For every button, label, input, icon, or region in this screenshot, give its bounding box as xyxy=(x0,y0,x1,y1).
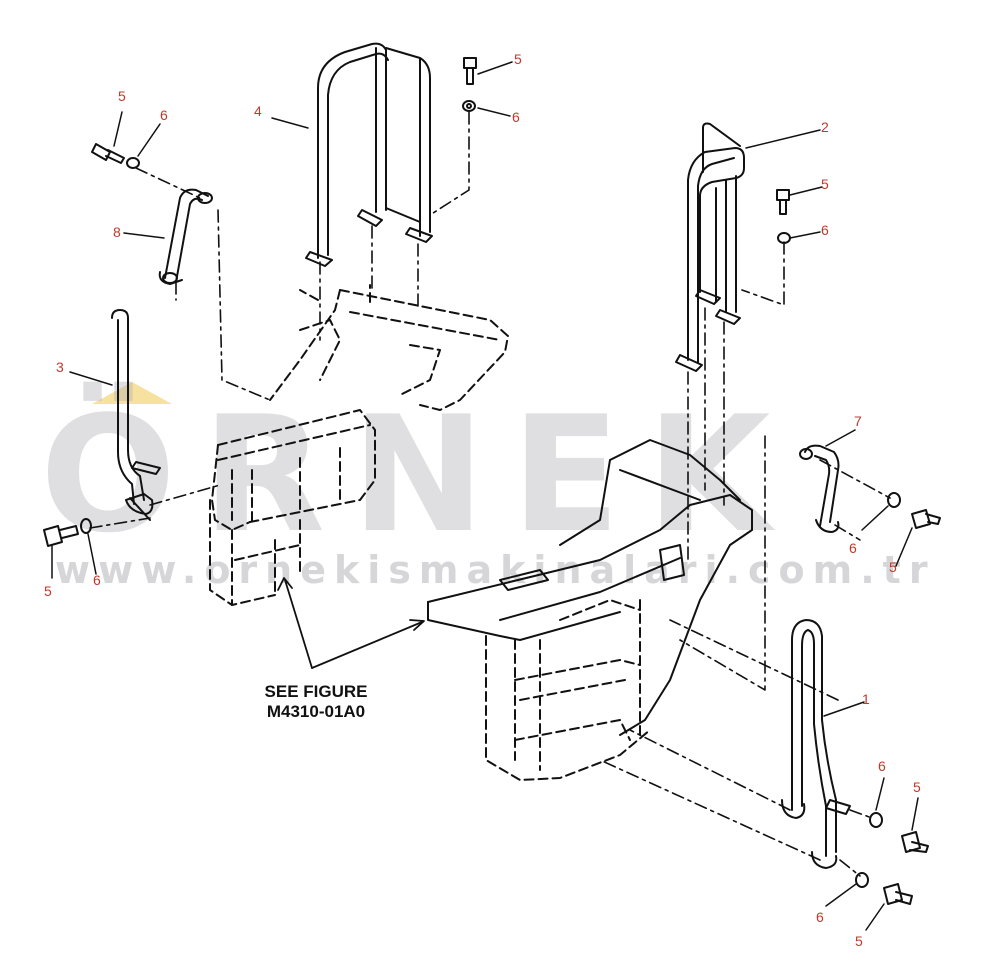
callout-7: 7 xyxy=(854,413,862,429)
watermark-accent xyxy=(92,382,172,404)
see-figure-line2: M4310-01A0 xyxy=(266,702,366,721)
callout-5: 5 xyxy=(889,559,897,575)
callout-1: 1 xyxy=(862,691,870,707)
part-3-handle xyxy=(111,309,161,521)
part-8-grab-handle xyxy=(158,188,213,285)
callout-6: 6 xyxy=(821,222,829,238)
callout-5: 5 xyxy=(44,583,52,599)
callout-6: 6 xyxy=(160,107,168,123)
see-figure-line1: SEE FIGURE xyxy=(264,682,368,701)
callout-6: 6 xyxy=(512,109,520,125)
right-step-bracket-lower xyxy=(485,599,651,781)
callout-6: 6 xyxy=(816,909,824,925)
callout-5: 5 xyxy=(913,779,921,795)
see-figure-note: SEE FIGURE M4310-01A0 xyxy=(246,682,386,722)
callout-5: 5 xyxy=(118,88,126,104)
callout-4: 4 xyxy=(254,103,262,119)
part-1-handle xyxy=(781,619,851,869)
callout-3: 3 xyxy=(56,359,64,375)
part-2-handrail xyxy=(675,122,745,372)
part-7-handle xyxy=(799,444,840,533)
watermark-logo: ÖRNEK xyxy=(40,381,797,568)
callout-8: 8 xyxy=(113,224,121,240)
leader-lines xyxy=(51,61,919,931)
callout-2: 2 xyxy=(821,119,829,135)
reference-arrows xyxy=(277,577,425,669)
fasteners xyxy=(43,57,941,905)
callout-6: 6 xyxy=(93,572,101,588)
assembly-lines xyxy=(89,111,891,877)
callout-6: 6 xyxy=(878,758,886,774)
left-step-bracket xyxy=(209,284,509,606)
callout-6: 6 xyxy=(849,540,857,556)
part-4-handrail xyxy=(305,42,433,267)
right-step-bracket xyxy=(427,439,753,736)
callout-5: 5 xyxy=(514,51,522,67)
callout-5: 5 xyxy=(821,176,829,192)
callout-5: 5 xyxy=(855,933,863,949)
watermark-url: www.ornekismakinalari.com.tr xyxy=(55,548,936,592)
